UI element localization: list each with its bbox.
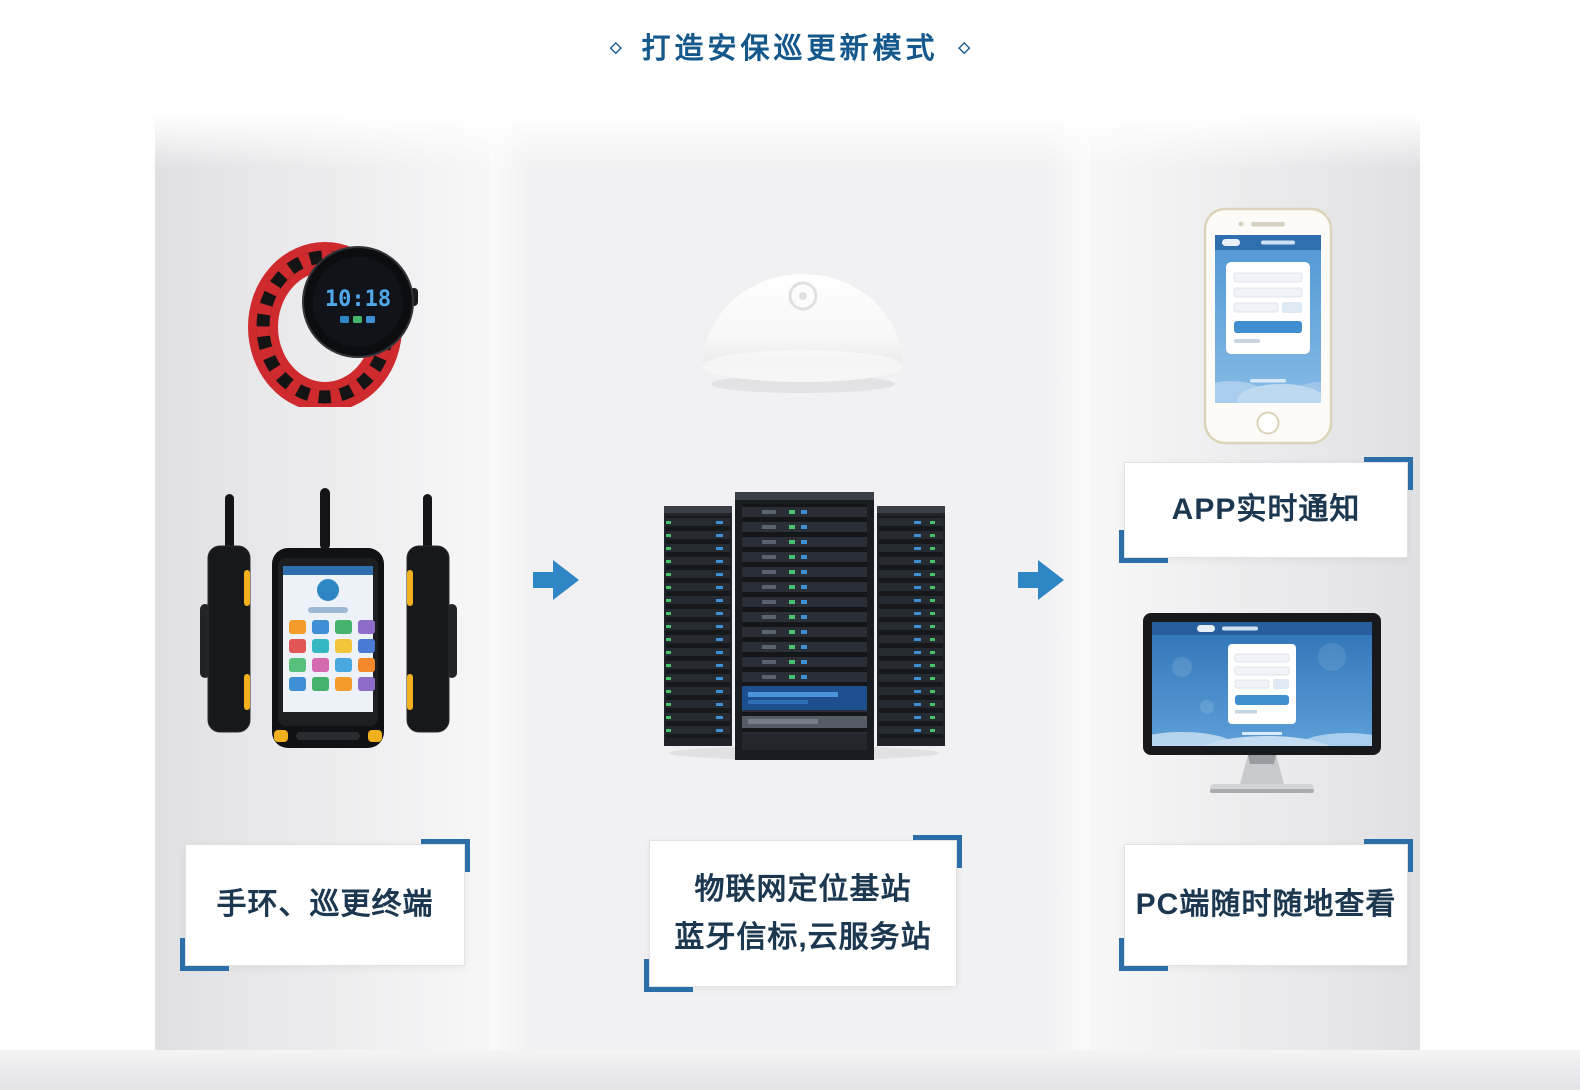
watch-time: 10:18 (325, 287, 391, 312)
label-iot-line2: 蓝牙信标,云服务站 (674, 920, 932, 954)
label-wristband-terminal: 手环、巡更终端 (180, 839, 470, 971)
label-wristband-terminal-text: 手环、巡更终端 (216, 888, 434, 921)
patrol-terminal-svg (200, 488, 457, 748)
beacon-dome-svg (703, 274, 903, 393)
label-app-notification: APP实时通知 (1119, 457, 1413, 563)
floor-strip (0, 1050, 1580, 1090)
flow-arrow-icon-1 (533, 560, 579, 600)
smartwatch-svg: 10:18 (248, 242, 418, 407)
diamond-icon-left: ◇ (609, 39, 622, 56)
label-iot-base-station: 物联网定位基站 蓝牙信标,云服务站 (644, 835, 962, 992)
flow-arrow-icon-2 (1018, 560, 1064, 600)
cloud-server-image (662, 490, 947, 762)
server-rack-svg (664, 492, 945, 760)
smartphone-svg (1203, 207, 1333, 445)
smartphone-app-image (1203, 207, 1333, 445)
label-pc-view: PC端随时随地查看 (1119, 839, 1413, 971)
label-pc-view-text: PC端随时随地查看 (1135, 888, 1397, 921)
patrol-terminal-image (196, 486, 461, 756)
label-app-notification-text: APP实时通知 (1171, 493, 1361, 526)
label-iot-line1: 物联网定位基站 (694, 872, 912, 906)
pc-monitor-image (1142, 612, 1382, 812)
smartwatch-image: 10:18 (245, 232, 430, 407)
pc-monitor-svg (1143, 613, 1381, 793)
page-title: 打造安保巡更新模式 (641, 33, 939, 65)
beacon-base-station-image (688, 238, 918, 398)
title-bar: ◇ 打造安保巡更新模式 ◇ (0, 0, 1580, 92)
diamond-icon-right: ◇ (958, 39, 971, 56)
